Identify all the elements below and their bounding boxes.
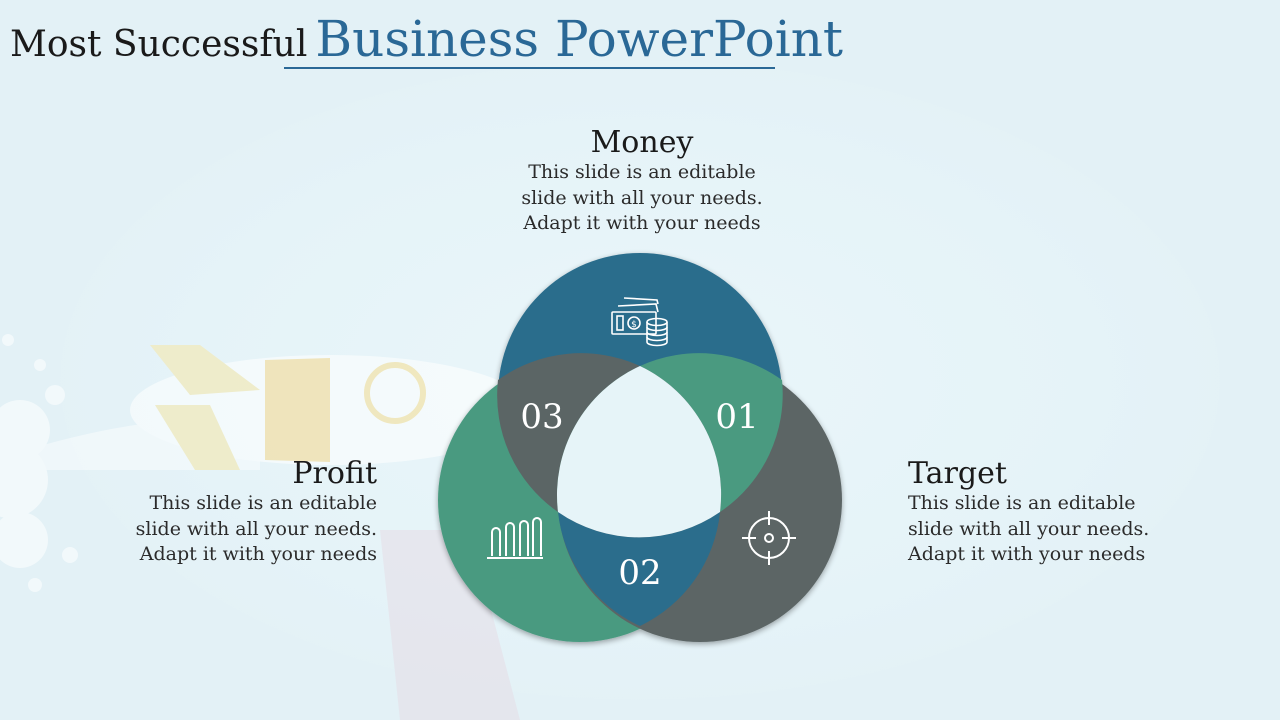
venn-label-01: 01	[715, 397, 758, 437]
profit-section: Profit This slide is an editable slide w…	[120, 457, 377, 568]
venn-overlap-bottom	[558, 512, 720, 626]
title-main: Business PowerPoint	[315, 10, 843, 68]
venn-overlap-top-right	[640, 353, 783, 512]
venn-label-03: 03	[520, 397, 563, 437]
target-line-1: This slide is an editable	[908, 492, 1136, 514]
money-section: Money This slide is an editable slide wi…	[500, 126, 784, 237]
target-heading: Target	[908, 456, 1007, 491]
target-crosshair-icon	[742, 511, 796, 565]
bar-chart-icon	[487, 517, 543, 559]
profit-heading: Profit	[292, 456, 377, 491]
venn-overlap-top-left	[497, 353, 640, 512]
svg-text:$: $	[631, 320, 637, 330]
title-prefix: Most Successful	[10, 24, 308, 65]
title-underline	[284, 67, 775, 69]
money-line-1: This slide is an editable	[528, 161, 756, 183]
money-line-3: Adapt it with your needs	[523, 212, 761, 234]
venn-label-02: 02	[618, 553, 661, 593]
money-line-2: slide with all your needs.	[521, 186, 763, 209]
target-section: Target This slide is an editable slide w…	[908, 457, 1188, 568]
target-line-3: Adapt it with your needs	[908, 543, 1146, 565]
profit-line-1: This slide is an editable	[149, 492, 377, 514]
money-heading: Money	[590, 125, 694, 160]
target-line-2: slide with all your needs.	[908, 517, 1150, 540]
money-coins-icon: $	[611, 297, 668, 347]
profit-line-3: Adapt it with your needs	[139, 543, 377, 565]
profit-line-2: slide with all your needs.	[135, 517, 377, 540]
venn-center	[556, 366, 722, 538]
